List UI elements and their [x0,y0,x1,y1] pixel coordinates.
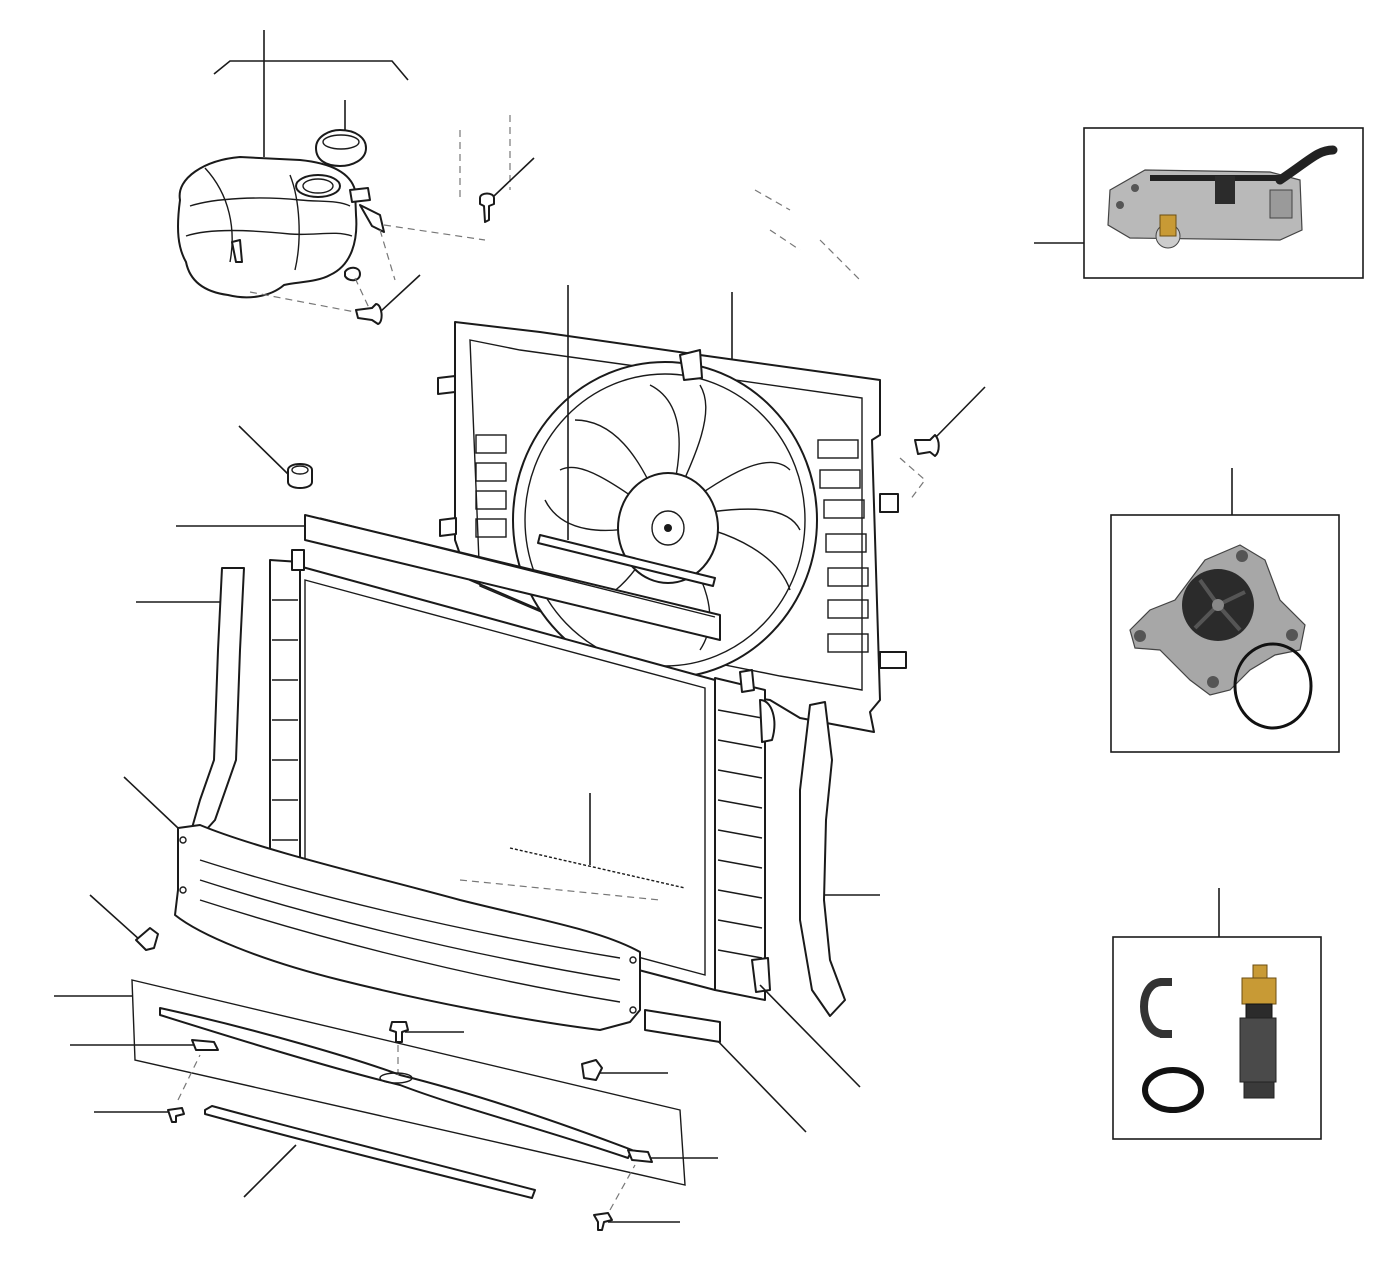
clip-icon [191,1039,219,1051]
bolt-icon [479,192,495,223]
bolt-icon [135,927,159,951]
thermostat-icon [1107,145,1338,249]
thermostat-housing[interactable] [1034,127,1364,279]
right-side-seal[interactable] [799,701,880,1017]
tank-group-bracket [213,60,409,81]
grommet-icon [287,463,313,489]
expansion-tank-group[interactable] [177,30,511,313]
sensor-icon [1140,964,1277,1113]
filler-cap[interactable] [315,100,367,167]
bolt-icon [355,303,383,325]
seal-icon [644,1009,721,1043]
lower-foam-seal[interactable] [644,1009,807,1133]
coolant-temperature-sensor[interactable] [1112,888,1322,1140]
clip-icon [627,1149,653,1163]
cap-icon [315,129,367,167]
screw-left[interactable] [94,1054,201,1123]
rubber-strip[interactable] [204,1105,536,1199]
cross-member-bolt-right[interactable] [581,1059,668,1081]
strip-icon [204,1105,536,1199]
radiator-seal-strip[interactable] [509,793,686,889]
screw-icon [167,1107,185,1123]
tank-lower-pipe [344,266,361,282]
bolt-icon [581,1059,603,1081]
screw-icon [593,1212,613,1231]
screw-icon [389,1021,409,1043]
lower-cross-member[interactable] [123,776,641,1031]
water-pump[interactable] [1110,468,1340,753]
tank-outlet-pipe [231,239,243,263]
upper-foam-seal[interactable] [176,514,721,641]
cross-member-bolt-left[interactable] [89,894,159,951]
bracket-icon [174,824,641,1031]
bolt-icon [914,434,940,457]
clip-right[interactable] [627,1149,718,1163]
tank-mounting-lug [359,204,385,233]
sensor-photo-frame [1112,936,1322,1140]
tank-vent-pipe [349,187,371,203]
seal-icon [304,514,721,641]
tank-bolt-upper[interactable] [479,157,535,223]
water-pump-icon [1129,544,1313,730]
tank-bolt-lower[interactable] [355,274,421,325]
seal-icon [799,701,846,1017]
left-side-seal[interactable] [136,567,245,831]
screw-right[interactable] [593,1164,680,1231]
seal-icon [191,567,245,831]
drain-plug-leader [759,984,861,1088]
clip-left[interactable] [70,1039,219,1051]
shroud-bolt[interactable] [899,386,986,501]
center-push-pin[interactable] [379,1021,464,1084]
rubber-mount[interactable] [238,425,313,489]
